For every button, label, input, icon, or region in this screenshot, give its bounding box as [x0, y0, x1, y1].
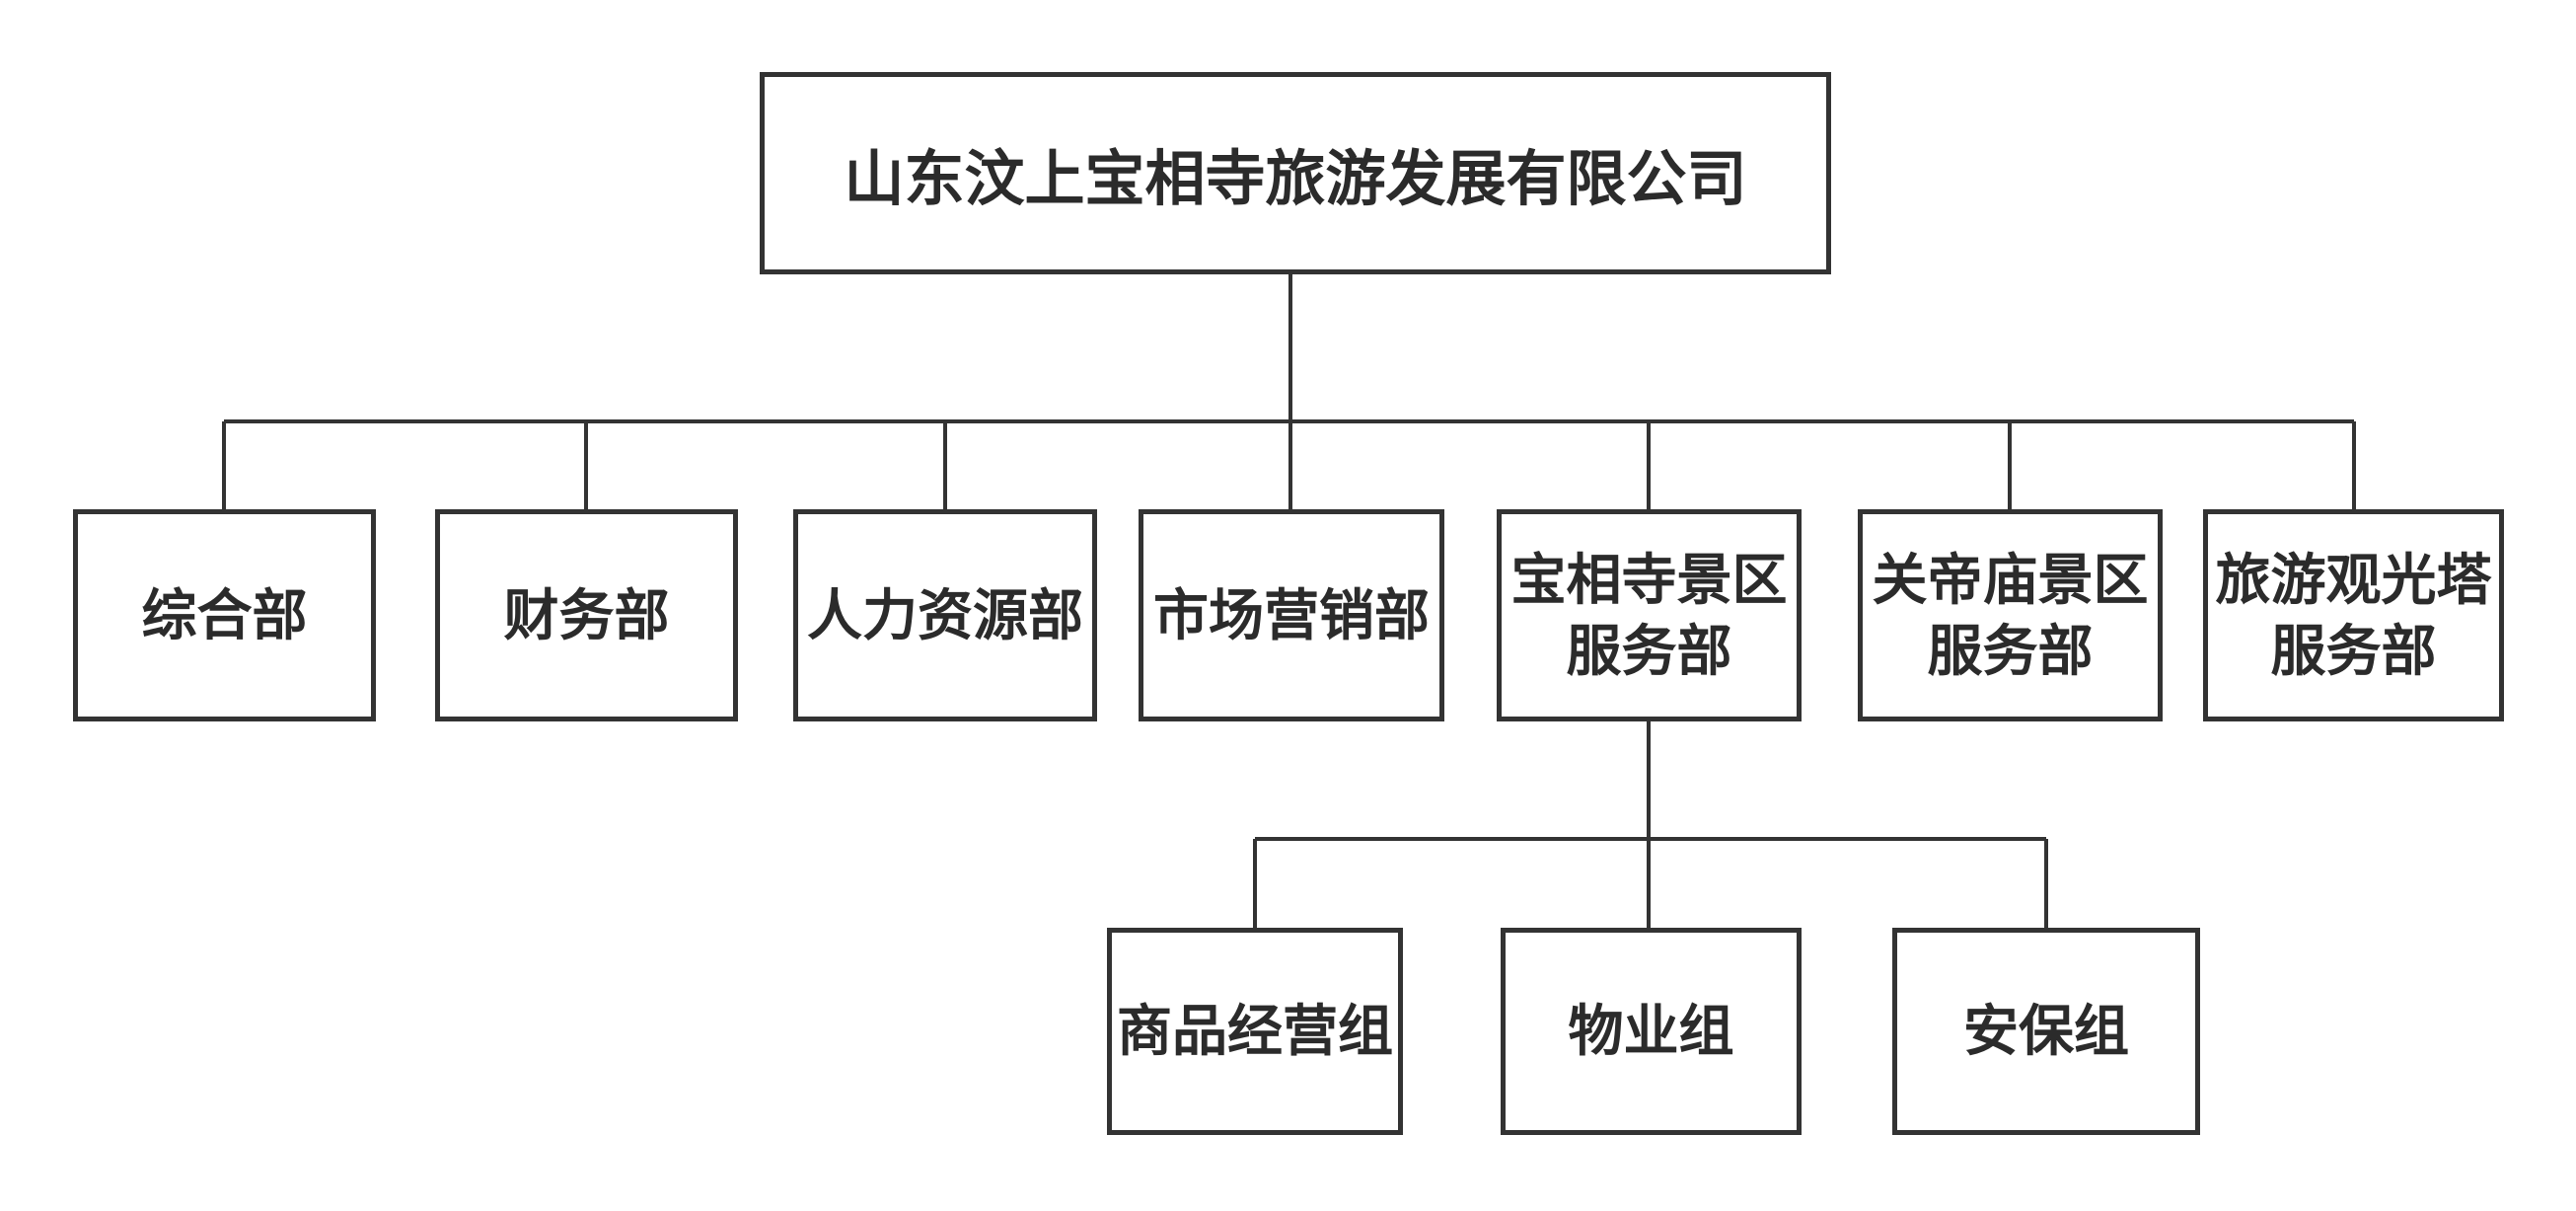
company-name-label: 山东汶上宝相寺旅游发展有限公司: [844, 145, 1747, 212]
dept-label-line1: 旅游观光塔: [2215, 548, 2492, 611]
dept-label-line2: 服务部: [2270, 619, 2437, 682]
team-label: 商品经营组: [1117, 1000, 1393, 1062]
dept-box-comprehensive: 综合部: [73, 509, 376, 721]
team-label: 物业组: [1568, 1000, 1734, 1062]
dept-box-sightseeing-tower-service: 旅游观光塔 服务部: [2203, 509, 2504, 721]
dept-box-human-resources: 人力资源部: [793, 509, 1097, 721]
dept-label-line1: 关帝庙景区: [1872, 548, 2149, 611]
dept-box-marketing: 市场营销部: [1139, 509, 1444, 721]
dept-label-line2: 服务部: [1566, 619, 1732, 682]
dept-box-baoxiangsi-scenic-service: 宝相寺景区 服务部: [1497, 509, 1802, 721]
team-label: 安保组: [1963, 1000, 2129, 1062]
dept-label: 财务部: [503, 583, 670, 646]
dept-label-line1: 宝相寺景区: [1510, 548, 1788, 611]
dept-label: 综合部: [141, 583, 308, 646]
dept-label-line2: 服务部: [1927, 619, 2094, 682]
dept-box-guandimiao-scenic-service: 关帝庙景区 服务部: [1858, 509, 2163, 721]
dept-label: 市场营销部: [1153, 583, 1430, 646]
dept-label: 人力资源部: [807, 583, 1083, 646]
team-box-property: 物业组: [1501, 928, 1802, 1135]
team-box-security: 安保组: [1892, 928, 2200, 1135]
company-root-box: 山东汶上宝相寺旅游发展有限公司: [760, 72, 1831, 274]
team-box-merchandise: 商品经营组: [1107, 928, 1403, 1135]
dept-box-finance: 财务部: [435, 509, 738, 721]
